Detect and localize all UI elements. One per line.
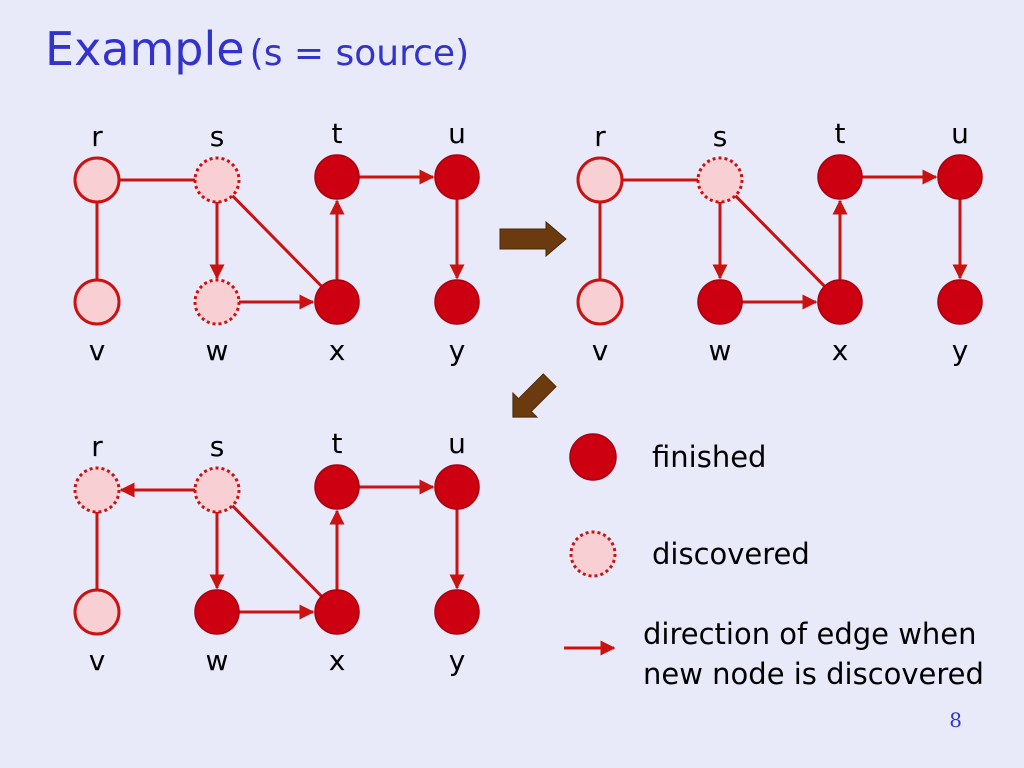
node-label-t: t — [332, 427, 343, 460]
node-t — [817, 154, 863, 200]
edge-s-x — [231, 194, 323, 288]
node-r — [576, 156, 624, 204]
slide-title: Example (s = source) — [45, 22, 469, 76]
node-x — [817, 279, 863, 325]
node-label-t: t — [332, 117, 343, 150]
node-label-s: s — [713, 120, 728, 153]
edge-s-x — [231, 504, 323, 598]
panel-3: r s t u v w x y — [73, 427, 480, 677]
node-t — [314, 154, 360, 200]
node-y — [937, 279, 983, 325]
legend-edge-label-line2: new node is discovered — [643, 657, 984, 691]
node-s — [696, 156, 744, 204]
node-x — [314, 589, 360, 635]
node-label-v: v — [592, 334, 609, 367]
node-y — [434, 589, 480, 635]
graph-panels: r s t u v w x y r s t u v w x y r s t u v w x y — [73, 117, 983, 677]
node-x — [314, 279, 360, 325]
node-r — [73, 466, 121, 514]
legend-finished-icon — [569, 433, 617, 481]
node-label-y: y — [449, 334, 466, 367]
node-t — [314, 464, 360, 510]
node-label-x: x — [329, 644, 346, 677]
node-label-v: v — [89, 334, 106, 367]
node-label-r: r — [594, 120, 606, 153]
node-u — [434, 464, 480, 510]
legend-discovered-label: discovered — [652, 537, 810, 571]
node-label-r: r — [91, 430, 103, 463]
node-label-u: u — [448, 117, 466, 150]
node-label-w: w — [206, 334, 229, 367]
panel-2: r s t u v w x y — [576, 117, 983, 367]
legend-finished-label: finished — [652, 440, 767, 474]
flow-arrow-right — [499, 220, 567, 258]
flow-arrow-down-left — [512, 373, 557, 418]
node-label-v: v — [89, 644, 106, 677]
node-w — [194, 589, 240, 635]
node-v — [73, 278, 121, 326]
node-label-w: w — [206, 644, 229, 677]
page-number: 8 — [949, 708, 962, 732]
node-label-x: x — [832, 334, 849, 367]
node-label-s: s — [210, 430, 225, 463]
node-label-u: u — [951, 117, 969, 150]
node-s — [193, 156, 241, 204]
node-v — [576, 278, 624, 326]
node-w — [697, 279, 743, 325]
node-s — [193, 466, 241, 514]
node-r — [73, 156, 121, 204]
node-y — [434, 279, 480, 325]
panel-1: r s t u v w x y — [73, 117, 480, 367]
node-label-y: y — [952, 334, 969, 367]
node-w — [193, 278, 241, 326]
title-main: Example — [45, 22, 245, 76]
node-label-u: u — [448, 427, 466, 460]
node-label-t: t — [835, 117, 846, 150]
legend-edge-label-line1: direction of edge when — [643, 617, 977, 651]
legend-discovered-icon — [569, 530, 617, 578]
node-u — [434, 154, 480, 200]
node-label-x: x — [329, 334, 346, 367]
node-label-s: s — [210, 120, 225, 153]
node-label-y: y — [449, 644, 466, 677]
edge-s-x — [734, 194, 826, 288]
node-label-r: r — [91, 120, 103, 153]
node-u — [937, 154, 983, 200]
node-label-w: w — [709, 334, 732, 367]
node-v — [73, 588, 121, 636]
title-subtitle: (s = source) — [249, 33, 470, 74]
